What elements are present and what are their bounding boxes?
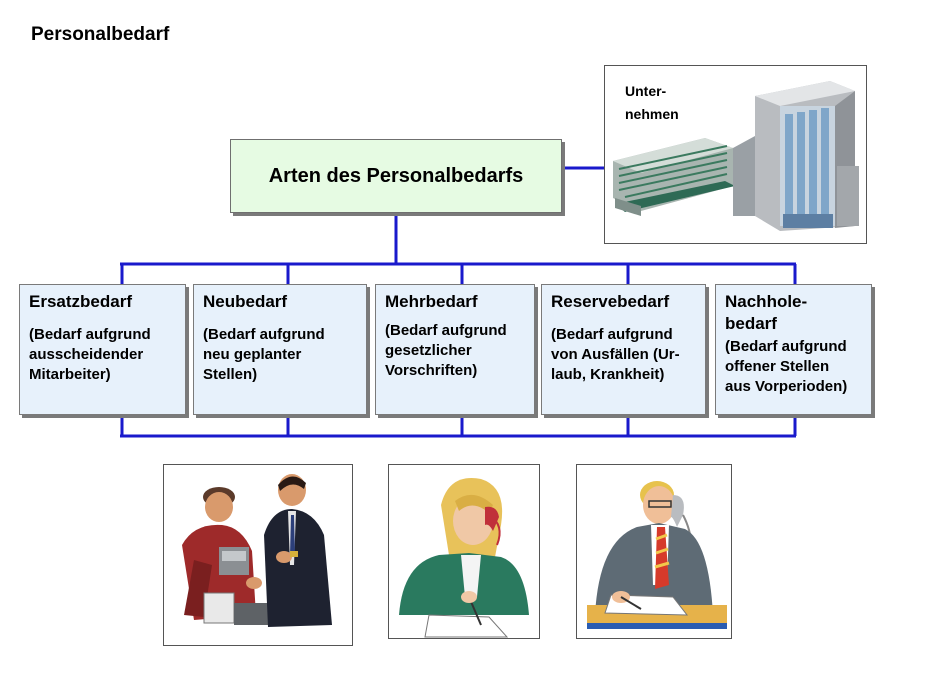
company-label: Unter- nehmen xyxy=(625,83,679,122)
category-description: (Bedarf aufgrund ausscheidender Mitarbei… xyxy=(29,326,151,383)
woman-on-phone-icon xyxy=(399,478,529,638)
category-title: Neubedarf xyxy=(203,292,288,311)
category-ersatzbedarf: Ersatzbedarf (Bedarf aufgrund ausscheide… xyxy=(19,284,186,415)
category-reservebedarf: Reservebedarf (Bedarf aufgrund von Ausfä… xyxy=(541,284,706,415)
main-box: Arten des Personalbedarfs xyxy=(230,139,562,213)
category-neubedarf: Neubedarf (Bedarf aufgrund neu geplanter… xyxy=(193,284,367,415)
category-description: (Bedarf aufgrund neu geplanter Stellen) xyxy=(203,326,325,383)
category-mehrbedarf: Mehrbedarf (Bedarf aufgrund gesetzlicher… xyxy=(375,284,535,415)
illustration-woman-phone xyxy=(388,464,540,639)
office-building-icon xyxy=(613,81,859,231)
category-title: Nachhole- bedarf xyxy=(725,292,808,333)
category-description: (Bedarf aufgrund offener Stellen aus Vor… xyxy=(725,338,848,395)
man-on-phone-icon xyxy=(587,481,727,629)
category-title: Mehrbedarf xyxy=(385,292,478,311)
company-picture xyxy=(604,65,867,244)
category-title: Reservebedarf xyxy=(551,292,670,311)
illustration-man-phone xyxy=(576,464,732,639)
two-men-talking-icon xyxy=(182,474,332,627)
illustration-two-men xyxy=(163,464,353,646)
page-title: Personalbedarf xyxy=(31,24,170,45)
category-description: (Bedarf aufgrund gesetzlicher Vorschrift… xyxy=(385,322,507,379)
category-description: (Bedarf aufgrund von Ausfällen (Ur- laub… xyxy=(551,326,680,383)
category-title: Ersatzbedarf xyxy=(29,292,132,311)
category-nachholebedarf: Nachhole- bedarf (Bedarf aufgrund offene… xyxy=(715,284,872,415)
